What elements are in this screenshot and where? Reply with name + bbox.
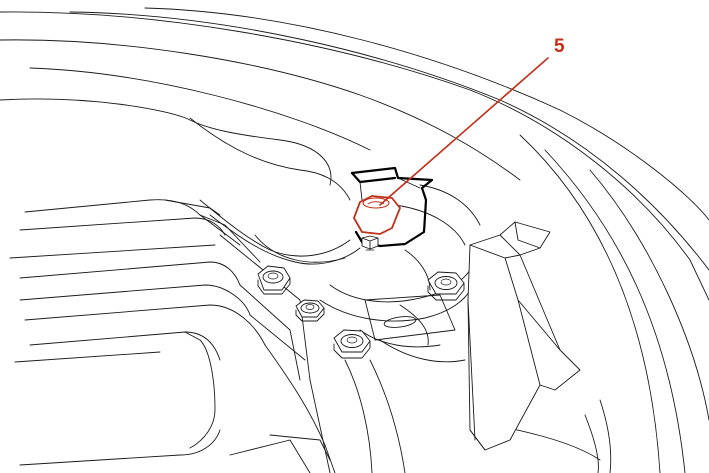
highlighted-bumper [353,195,401,235]
hub-disc [189,117,481,348]
callout-number-label: 5 [554,36,565,57]
deck-outer-arcs [0,7,709,301]
bolt-4 [427,271,465,301]
blade [467,221,581,451]
hub-slot [364,294,456,341]
bottom-frame [229,339,466,473]
stud-nut [361,235,379,251]
callout-leader-line [379,57,549,206]
bolt-1 [257,265,291,295]
left-housing [9,199,331,473]
bolt-3 [333,329,371,359]
callout: 5 [379,36,565,206]
bolt-2 [295,299,325,322]
